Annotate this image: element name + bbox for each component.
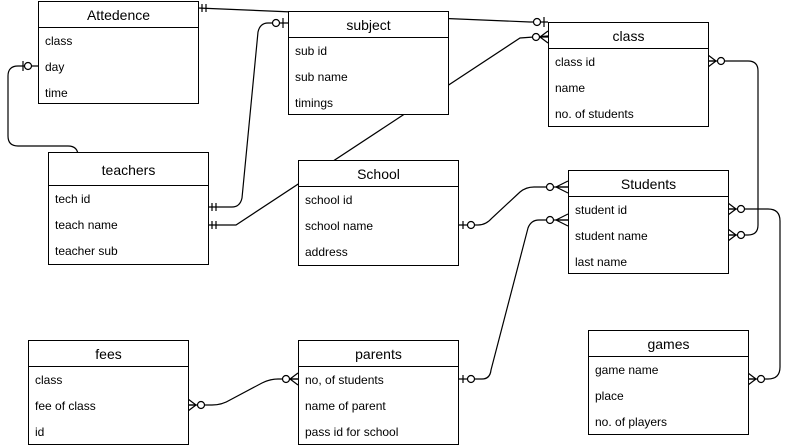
entity-title: teachers xyxy=(49,153,208,186)
entity-title: games xyxy=(589,331,748,357)
entity-attedence[interactable]: Attedence class day time xyxy=(38,1,199,104)
attribute: tech id xyxy=(55,192,91,206)
entity-teachers[interactable]: teachers tech id teach name teacher sub xyxy=(48,152,209,265)
attribute: no. of players xyxy=(595,415,668,429)
attribute: teacher sub xyxy=(55,244,118,258)
attribute: timings xyxy=(295,96,334,110)
attribute: fee of class xyxy=(35,399,96,413)
attribute: place xyxy=(595,389,624,403)
entity-title: fees xyxy=(29,341,188,367)
attribute: address xyxy=(305,245,348,259)
attribute: student id xyxy=(575,203,628,217)
entity-title: Students xyxy=(569,171,728,197)
entity-school[interactable]: School school id school name address xyxy=(298,160,459,266)
entity-title: class xyxy=(549,23,708,49)
rel-students-games xyxy=(727,202,781,386)
attribute: last name xyxy=(575,255,628,269)
attribute: no. of students xyxy=(555,107,634,121)
rel-parents-students xyxy=(458,213,569,384)
entity-games[interactable]: games game name place no. of players xyxy=(588,330,749,435)
attribute: game name xyxy=(595,363,659,377)
attribute: pass id for school xyxy=(305,425,399,439)
attribute: no, of students xyxy=(305,373,384,387)
entity-title: School xyxy=(299,161,458,187)
attribute: sub id xyxy=(295,44,328,58)
attribute: class xyxy=(35,373,63,387)
attribute: class xyxy=(45,34,73,48)
attribute: class id xyxy=(555,55,596,69)
rel-fees-parents xyxy=(187,372,299,412)
entity-fees[interactable]: fees class fee of class id xyxy=(28,340,189,445)
rel-teachers-subject xyxy=(208,18,288,211)
attribute: name xyxy=(555,81,586,95)
rel-students-class xyxy=(707,54,759,242)
entity-students[interactable]: Students student id student name last na… xyxy=(568,170,729,274)
attribute: day xyxy=(45,60,65,74)
entity-title: Attedence xyxy=(39,2,198,28)
attribute: id xyxy=(35,425,45,439)
rel-school-students xyxy=(458,180,569,230)
entity-class[interactable]: class class id name no. of students xyxy=(548,22,709,127)
attribute: time xyxy=(45,86,68,100)
rel-teachers-class xyxy=(208,30,549,229)
entity-subject[interactable]: subject sub id sub name timings xyxy=(288,11,449,115)
attribute: name of parent xyxy=(305,399,386,413)
attribute: student name xyxy=(575,229,648,243)
attribute: teach name xyxy=(55,218,118,232)
entity-title: subject xyxy=(289,12,448,38)
attribute: school name xyxy=(305,219,374,233)
entity-title: parents xyxy=(299,341,458,367)
attribute: school id xyxy=(305,193,353,207)
attribute: sub name xyxy=(295,70,348,84)
entity-parents[interactable]: parents no, of students name of parent p… xyxy=(298,340,459,445)
